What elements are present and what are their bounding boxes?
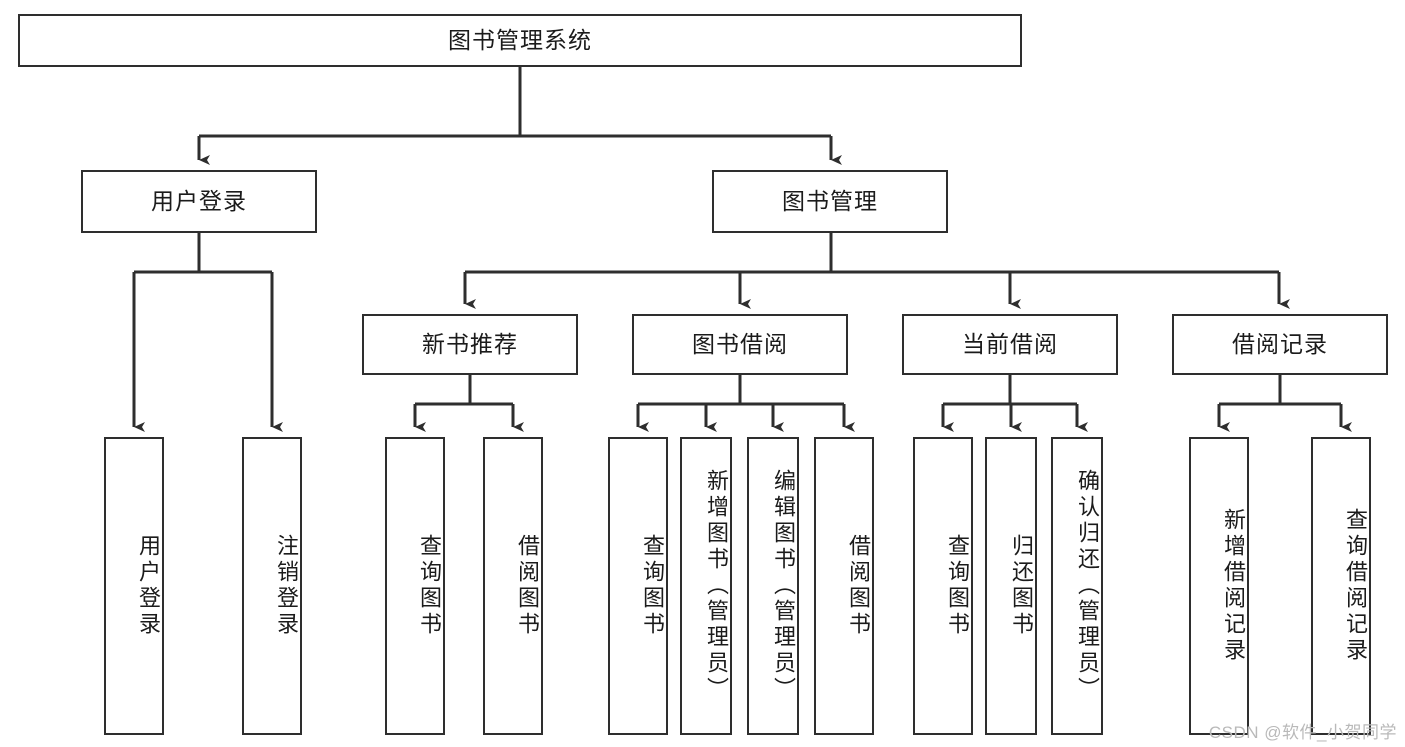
node-book-manage-label: 图书管理 [782, 187, 878, 214]
node-leaf-edit-book-admin[interactable]: 编辑图书（管理员） [747, 437, 799, 735]
node-current-borrow[interactable]: 当前借阅 [902, 314, 1118, 375]
node-leaf-borrow-book-rec-label: 借阅图书 [515, 534, 540, 638]
node-leaf-query-book-rec[interactable]: 查询图书 [385, 437, 445, 735]
node-leaf-query-book-borrow[interactable]: 查询图书 [608, 437, 668, 735]
node-leaf-add-book-admin-label: 新增图书（管理员） [704, 469, 729, 703]
node-leaf-borrow-book-rec[interactable]: 借阅图书 [483, 437, 543, 735]
node-leaf-query-book-cur[interactable]: 查询图书 [913, 437, 973, 735]
node-book-borrow[interactable]: 图书借阅 [632, 314, 848, 375]
node-root-label: 图书管理系统 [448, 26, 592, 53]
watermark: CSDN @软件_小贺同学 [1208, 723, 1397, 742]
node-leaf-query-borrow-record[interactable]: 查询借阅记录 [1311, 437, 1371, 735]
node-leaf-user-logout[interactable]: 注销登录 [242, 437, 302, 735]
node-user-login-label: 用户登录 [151, 187, 247, 214]
node-leaf-query-book-rec-label: 查询图书 [417, 534, 442, 638]
node-book-borrow-label: 图书借阅 [692, 330, 788, 357]
node-new-book-rec-label: 新书推荐 [422, 330, 518, 357]
node-user-login[interactable]: 用户登录 [81, 170, 317, 233]
node-borrow-record-label: 借阅记录 [1232, 330, 1328, 357]
node-leaf-query-book-cur-label: 查询图书 [945, 534, 970, 638]
node-borrow-record[interactable]: 借阅记录 [1172, 314, 1388, 375]
node-leaf-add-borrow-record-label: 新增借阅记录 [1221, 508, 1246, 664]
node-leaf-query-borrow-record-label: 查询借阅记录 [1343, 508, 1368, 664]
node-new-book-rec[interactable]: 新书推荐 [362, 314, 578, 375]
node-leaf-add-borrow-record[interactable]: 新增借阅记录 [1189, 437, 1249, 735]
node-current-borrow-label: 当前借阅 [962, 330, 1058, 357]
node-leaf-return-book[interactable]: 归还图书 [985, 437, 1037, 735]
node-leaf-add-book-admin[interactable]: 新增图书（管理员） [680, 437, 732, 735]
node-leaf-query-book-borrow-label: 查询图书 [640, 534, 665, 638]
node-leaf-confirm-return-admin[interactable]: 确认归还（管理员） [1051, 437, 1103, 735]
node-leaf-user-logout-label: 注销登录 [274, 534, 299, 638]
node-leaf-borrow-book-borrow[interactable]: 借阅图书 [814, 437, 874, 735]
node-leaf-user-login-label: 用户登录 [136, 534, 161, 638]
node-root[interactable]: 图书管理系统 [18, 14, 1022, 67]
node-book-manage[interactable]: 图书管理 [712, 170, 948, 233]
node-leaf-user-login[interactable]: 用户登录 [104, 437, 164, 735]
node-leaf-confirm-return-admin-label: 确认归还（管理员） [1075, 469, 1100, 703]
node-leaf-borrow-book-borrow-label: 借阅图书 [846, 534, 871, 638]
node-leaf-return-book-label: 归还图书 [1009, 534, 1034, 638]
node-leaf-edit-book-admin-label: 编辑图书（管理员） [771, 469, 796, 703]
